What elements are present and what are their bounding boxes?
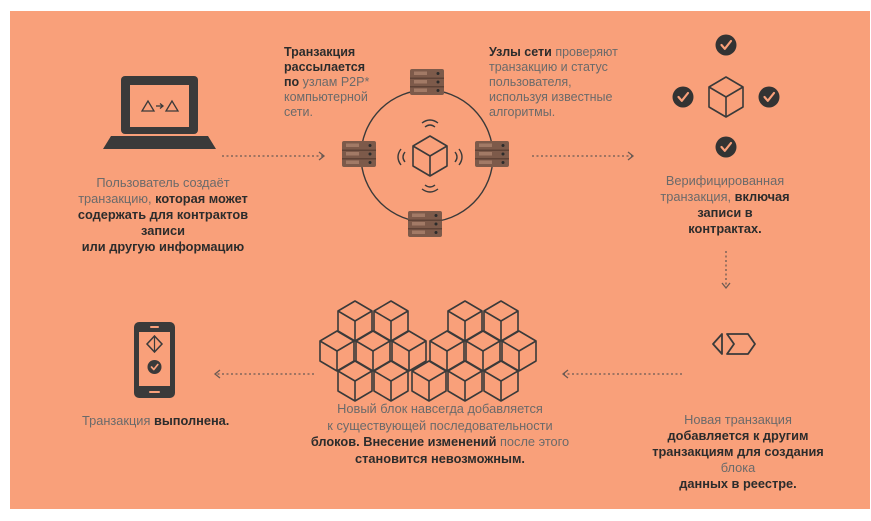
step-verified-line3: записи в	[697, 205, 753, 220]
step-validate-line2: транзакцию и статус	[489, 60, 608, 74]
step-validate-line4: используя известные	[489, 90, 613, 104]
step-broadcast-line3: по узлам P2P*	[284, 75, 370, 89]
step-broadcast-line5: сети.	[284, 105, 313, 119]
step-chain-line4: становится невозможным.	[355, 450, 525, 466]
step-done-plain: Транзакция	[82, 413, 154, 428]
block-icon	[712, 333, 756, 355]
laptop-icon	[103, 76, 216, 149]
flow-arrow-3	[721, 251, 731, 290]
step-new-block-line1: Новая транзакция	[684, 412, 792, 427]
step-verified-line2: транзакция, включая	[660, 189, 790, 204]
step-new-block-line4: данных в реестре.	[679, 476, 797, 491]
step-broadcast-line2: рассылается	[284, 60, 366, 74]
flow-arrow-1	[222, 151, 326, 161]
step-verified-line1: Верифицированная	[665, 173, 785, 188]
flow-arrow-4	[561, 369, 682, 379]
step-validate-line3: пользователя,	[489, 75, 572, 89]
step-chain-line2: к существующей последовательности	[327, 417, 553, 433]
step-new-block-line3: транзакциям для создания блока	[652, 444, 824, 475]
step-create-line1: Пользователь создаёт	[96, 175, 230, 190]
flow-arrow-5	[213, 369, 314, 379]
step-validate-line5: алгоритмы.	[489, 105, 556, 119]
step-done-bold: выполнена.	[153, 413, 230, 428]
blockchain-cubes-icon	[319, 300, 537, 402]
smartphone-check-icon	[134, 322, 175, 398]
step-create-text: Пользователь создаёт транзакцию, которая…	[58, 175, 268, 255]
step-create-line3: содержать для контрактов записи	[77, 207, 249, 238]
validation-checkmarks-icon	[671, 33, 781, 159]
step-chain-line3: блоков. Внесение изменений после этого	[310, 434, 570, 449]
step-broadcast-line1: Транзакция	[284, 45, 356, 59]
step-broadcast-line4: компьютерной	[284, 90, 368, 104]
step-validate-line1: Узлы сети проверяют	[489, 45, 618, 59]
step-verified-text: Верифицированная транзакция, включая зап…	[650, 173, 800, 237]
step-validate-text: Узлы сети проверяют транзакцию и статус …	[489, 45, 649, 120]
flow-arrow-2	[532, 151, 635, 161]
step-done-text: Транзакция выполнена.	[82, 413, 282, 428]
step-new-block-text: Новая транзакция добавляется к другим тр…	[638, 412, 838, 492]
infographic-panel: Пользователь создаёт транзакцию, которая…	[10, 11, 870, 509]
step-chain-text: Новый блок навсегда добавляется к сущест…	[300, 401, 580, 467]
step-broadcast-text: Транзакция рассылается по узлам P2P* ком…	[284, 45, 394, 120]
step-create-line2: транзакцию, которая может	[78, 191, 248, 206]
step-new-block-line2: добавляется к другим	[667, 428, 809, 443]
step-chain-line1: Новый блок навсегда добавляется	[337, 401, 543, 416]
step-create-line4: или другую информацию	[81, 239, 245, 254]
step-verified-line4: контрактах.	[688, 221, 762, 236]
p2p-network-icon	[342, 69, 509, 237]
diagram-graphics	[103, 33, 781, 402]
